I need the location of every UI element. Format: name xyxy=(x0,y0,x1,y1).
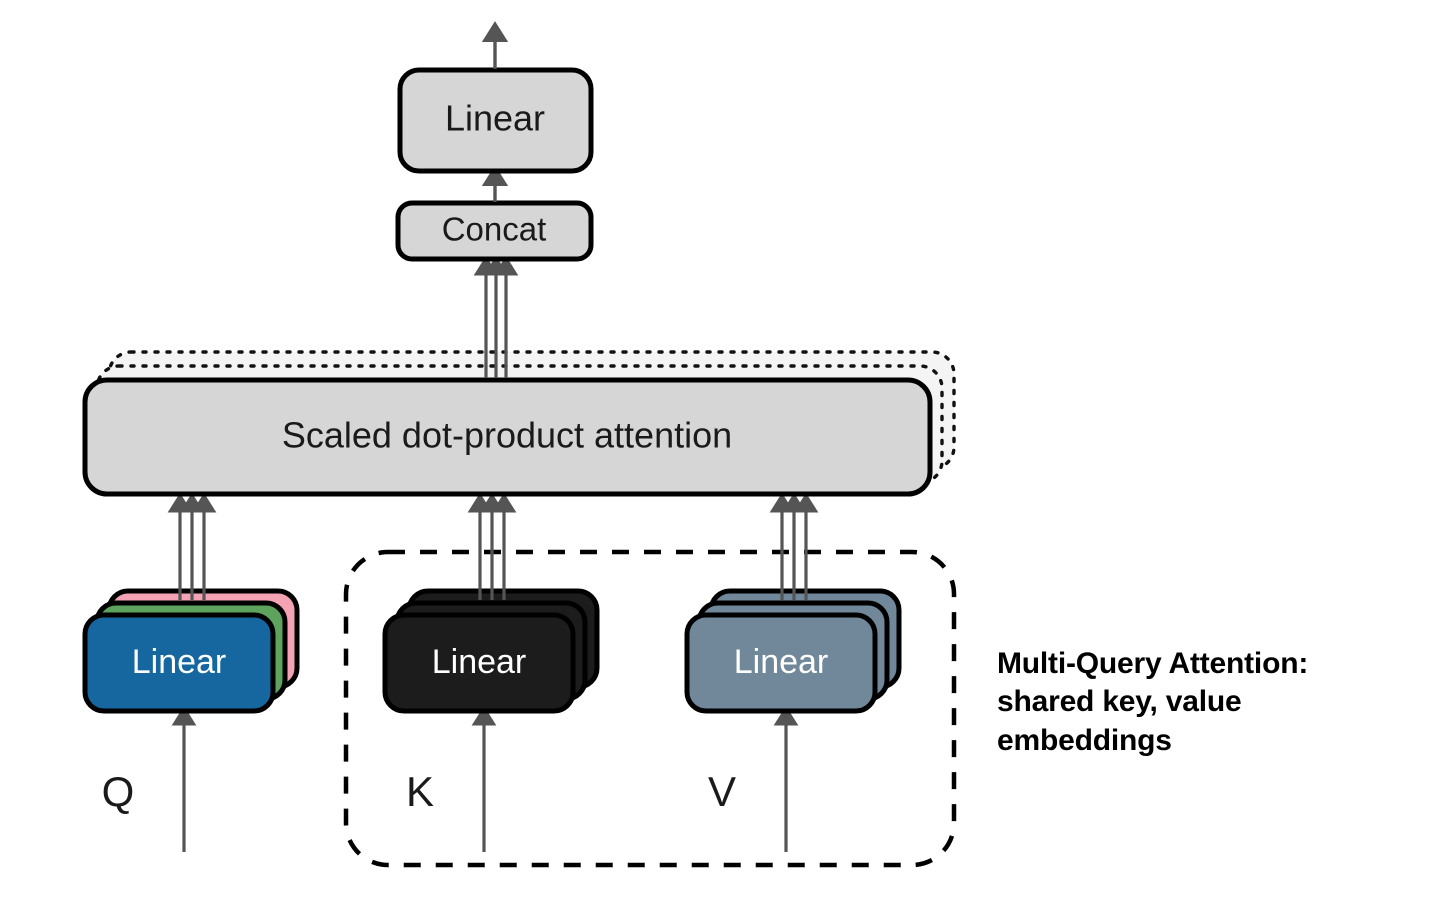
v-to-attention-arrows xyxy=(769,492,819,600)
q-linear-label: Linear xyxy=(132,643,227,681)
q-linear-layer-front xyxy=(82,612,276,714)
attention-stack[interactable]: Scaled dot-product attention xyxy=(82,350,956,497)
input-label-k: K xyxy=(406,768,434,815)
concat-box[interactable]: Concat xyxy=(395,200,594,262)
output-linear-box[interactable]: Linear xyxy=(397,67,594,174)
k-linear-layer-front xyxy=(382,612,576,714)
annotation-text: Multi-Query Attention: shared key, value… xyxy=(997,647,1309,757)
v-linear-stack[interactable]: Linear xyxy=(684,588,902,714)
q-to-attention-arrows xyxy=(167,492,217,600)
attention-layer-front xyxy=(82,377,933,497)
v-linear-label: Linear xyxy=(734,643,829,681)
shared-kv-dashed-box xyxy=(343,549,957,868)
output-linear-rect xyxy=(397,67,594,174)
k-to-attention-arrows xyxy=(467,492,517,600)
v-linear-layer-front xyxy=(684,612,878,714)
concat-label: Concat xyxy=(442,211,547,248)
k-linear-stack[interactable]: Linear xyxy=(382,588,600,714)
output-linear-label: Linear xyxy=(445,98,545,139)
q-linear-stack[interactable]: Linear xyxy=(82,588,300,714)
concat-rect xyxy=(395,200,594,262)
attention-to-concat-arrows xyxy=(473,255,519,378)
input-label-v: V xyxy=(708,768,736,815)
input-label-q: Q xyxy=(102,768,135,815)
attention-label: Scaled dot-product attention xyxy=(282,415,732,456)
k-linear-label: Linear xyxy=(432,643,527,681)
